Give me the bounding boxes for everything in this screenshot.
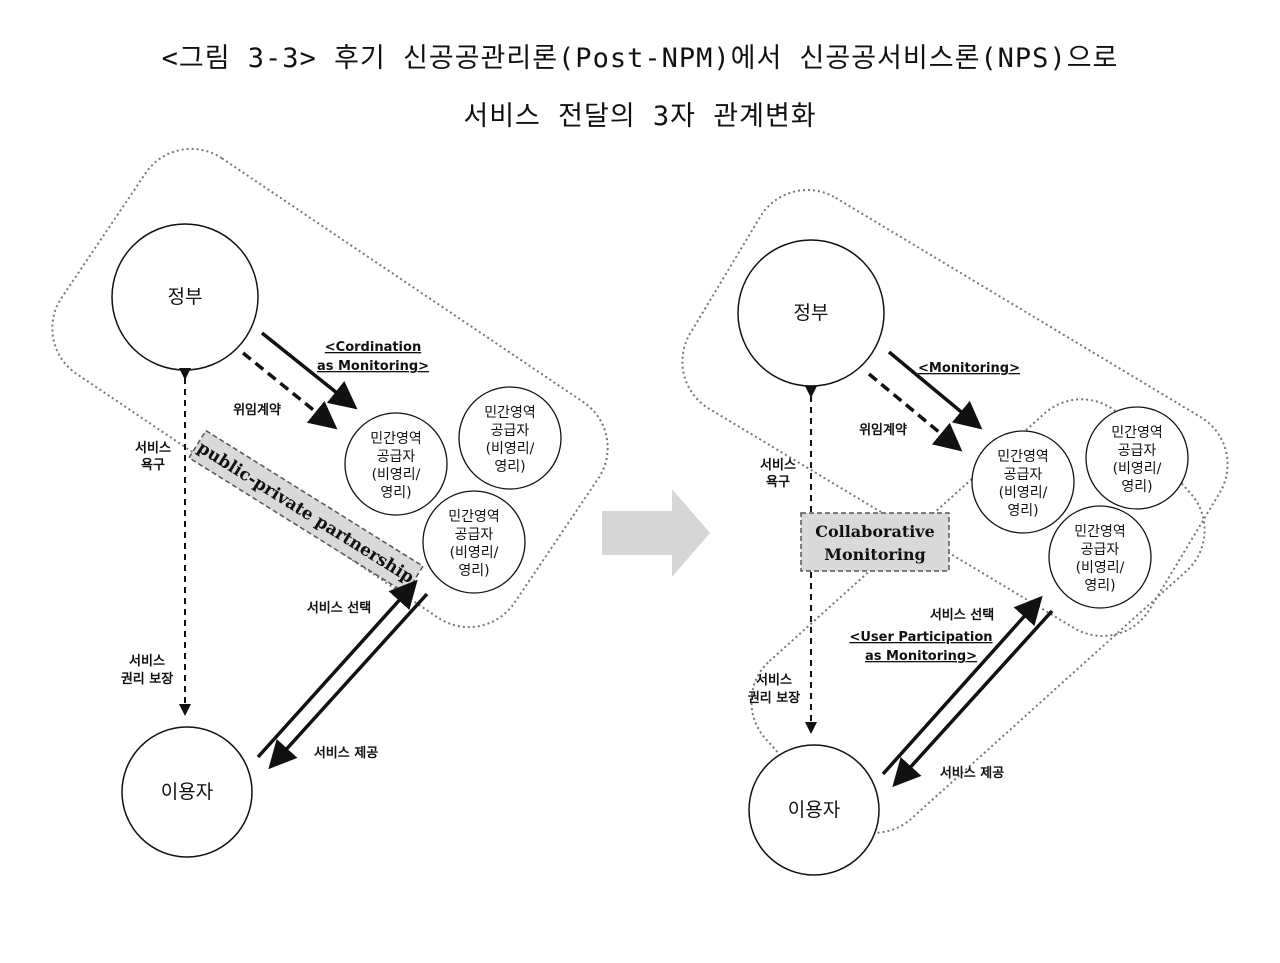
svg-text:공급자: 공급자	[491, 423, 530, 439]
right-delegation-label: 위임계약	[859, 422, 907, 438]
svg-text:민간영역: 민간영역	[997, 449, 1049, 465]
svg-text:민간영역: 민간영역	[1111, 425, 1163, 441]
right-rights-label-1: 서비스	[756, 673, 792, 688]
right-collab-label-1: Collaborative	[815, 522, 935, 541]
left-rights-label-1: 서비스	[129, 654, 165, 669]
left-provider-2: 민간영역 공급자 (비영리/ 영리)	[458, 386, 562, 490]
svg-text:(비영리/: (비영리/	[450, 545, 499, 561]
left-choice-arrow	[256, 579, 418, 759]
right-choice-arrow	[881, 595, 1043, 776]
right-user-circle	[748, 744, 880, 876]
svg-text:영리): 영리)	[494, 459, 525, 475]
svg-text:(비영리/: (비영리/	[486, 441, 535, 457]
left-diagram: 정부 이용자 민간영역 공급자 (비영리/ 영리) 민간영역 공급자 (비영리/…	[51, 147, 609, 858]
svg-text:영리): 영리)	[1121, 479, 1152, 495]
right-user-label: 이용자	[788, 799, 840, 821]
svg-text:민간영역: 민간영역	[484, 405, 536, 421]
svg-text:민간영역: 민간영역	[448, 509, 500, 525]
right-collab-box: Collaborative Monitoring	[800, 512, 950, 572]
svg-text:영리): 영리)	[1084, 578, 1115, 594]
right-choice-label: 서비스 선택	[930, 607, 994, 623]
left-user-label: 이용자	[161, 781, 213, 803]
left-provider-1: 민간영역 공급자 (비영리/ 영리)	[344, 412, 448, 516]
svg-text:(비영리/: (비영리/	[1113, 461, 1162, 477]
svg-text:영리): 영리)	[1007, 503, 1038, 519]
right-need-label-2: 욕구	[766, 474, 790, 490]
left-need-label-1: 서비스	[135, 441, 171, 456]
left-coordination-label-1: <Cordination	[325, 340, 421, 355]
left-choice-label: 서비스 선택	[307, 600, 371, 616]
right-provider-3: 민간영역 공급자 (비영리/ 영리)	[1048, 505, 1152, 609]
left-provision-label: 서비스 제공	[314, 746, 378, 761]
left-user-circle	[121, 726, 253, 858]
right-monitoring-arrow	[887, 350, 983, 430]
svg-text:공급자: 공급자	[455, 527, 494, 543]
svg-text:영리): 영리)	[458, 563, 489, 579]
left-provider-3: 민간영역 공급자 (비영리/ 영리)	[422, 490, 526, 594]
right-need-label-1: 서비스	[760, 458, 796, 473]
right-collab-label-2: Monitoring	[824, 545, 925, 564]
svg-text:공급자: 공급자	[1004, 467, 1043, 483]
left-rights-label-2: 권리 보장	[121, 671, 173, 687]
svg-text:(비영리/: (비영리/	[372, 467, 421, 483]
right-rights-label-2: 권리 보장	[748, 690, 800, 706]
left-delegation-label: 위임계약	[233, 402, 281, 418]
svg-text:(비영리/: (비영리/	[1076, 560, 1125, 576]
svg-text:공급자: 공급자	[1081, 542, 1120, 558]
right-delegation-arrow	[867, 372, 963, 452]
transition-arrow	[602, 489, 710, 577]
left-provision-arrow	[268, 592, 429, 770]
right-government-boundary	[681, 189, 1229, 637]
right-userpart-label-1: <User Participation	[849, 630, 992, 645]
left-delegation-arrow	[241, 351, 338, 430]
right-provider-2: 민간영역 공급자 (비영리/ 영리)	[1085, 406, 1189, 510]
left-government-label: 정부	[168, 286, 203, 308]
left-coordination-arrow	[260, 331, 358, 410]
right-diagram: 정부 이용자 민간영역 공급자 (비영리/ 영리) 민간영역 공급자 (비영리/…	[681, 189, 1229, 876]
right-provision-arrow	[892, 609, 1054, 788]
figure-title: <그림 3-3> 후기 신공공관리론(Post-NPM)에서 신공공서비스론(N…	[161, 43, 1119, 74]
right-provision-label: 서비스 제공	[940, 766, 1004, 781]
svg-text:민간영역: 민간영역	[1074, 524, 1126, 540]
svg-text:(비영리/: (비영리/	[999, 485, 1048, 501]
svg-text:공급자: 공급자	[377, 449, 416, 465]
left-coordination-label-2: as Monitoring>	[317, 359, 429, 374]
right-provider-1: 민간영역 공급자 (비영리/ 영리)	[971, 430, 1075, 534]
right-monitoring-label: <Monitoring>	[918, 361, 1020, 376]
left-need-label-2: 욕구	[141, 457, 165, 473]
figure-subtitle: 서비스 전달의 3자 관계변화	[463, 101, 817, 132]
right-userpart-label-2: as Monitoring>	[865, 649, 977, 664]
svg-text:민간영역: 민간영역	[370, 431, 422, 447]
svg-text:영리): 영리)	[380, 485, 411, 501]
right-government-label: 정부	[794, 302, 829, 324]
svg-text:공급자: 공급자	[1118, 443, 1157, 459]
